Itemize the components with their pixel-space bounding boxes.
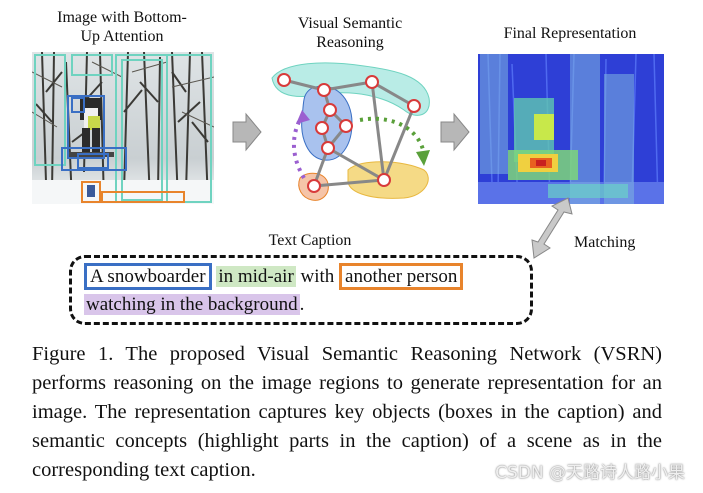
right-arrow-icon [232, 112, 262, 152]
caption-period: . [299, 294, 305, 315]
caption-line-1: A snowboarder in mid-air with another pe… [84, 263, 464, 290]
image-title-line2: Up Attention [80, 28, 164, 45]
reasoning-title-line2: Reasoning [316, 34, 384, 51]
object-snowboarder: A snowboarder [84, 263, 212, 290]
semantic-reasoning-graph [271, 62, 430, 201]
matching-arrow-icon [531, 197, 573, 259]
concept-mid-air: in mid-air [216, 266, 296, 287]
concept-watching-background: watching in the background [84, 294, 300, 315]
bottom-up-attention-image [32, 52, 214, 204]
image-panel-title: Image with Bottom- Up Attention [32, 8, 212, 46]
final-representation-heatmap [478, 54, 664, 204]
right-arrow-icon [440, 112, 470, 152]
object-another-person: another person [339, 263, 464, 290]
caption-line-2: watching in the background. [84, 293, 304, 317]
reasoning-title-line1: Visual Semantic [297, 15, 403, 32]
text-caption-title: Text Caption [268, 232, 352, 249]
image-title-line1: Image with Bottom- [57, 9, 187, 26]
text-caption-box [69, 255, 533, 325]
figure-caption: Figure 1. The proposed Visual Semantic R… [32, 343, 662, 481]
caption-word-with: with [300, 266, 335, 287]
watermark: CSDN @天路诗人路小果 [495, 463, 685, 483]
matching-label: Matching [574, 234, 636, 251]
final-panel-title: Final Representation [503, 25, 637, 42]
reasoning-panel-title: Visual Semantic Reasoning [265, 14, 435, 52]
